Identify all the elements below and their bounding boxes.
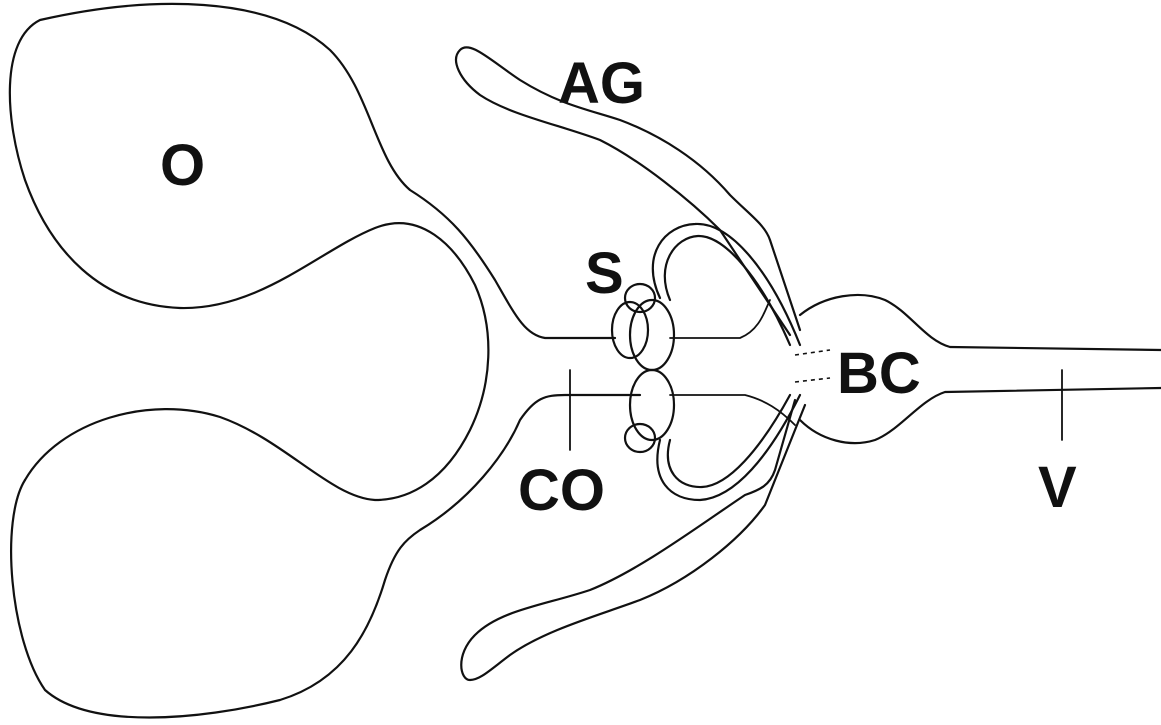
spermathecal-duct-upper [653, 224, 800, 345]
label-common-oviduct: CO [518, 458, 605, 523]
lower-accessory-gland [461, 400, 805, 680]
label-vagina: V [1038, 455, 1077, 520]
oviduct-inner-upper [670, 300, 770, 338]
spermatheca [612, 284, 674, 452]
lower-ovary [11, 395, 640, 718]
label-spermatheca: S [585, 241, 624, 306]
label-bursa-copulatrix: BC [837, 341, 921, 406]
junction-upper [795, 350, 830, 355]
label-accessory-gland: AG [558, 51, 645, 116]
junction-lower [795, 378, 830, 382]
label-ovary: O [160, 133, 205, 198]
upper-ovary [10, 4, 615, 500]
